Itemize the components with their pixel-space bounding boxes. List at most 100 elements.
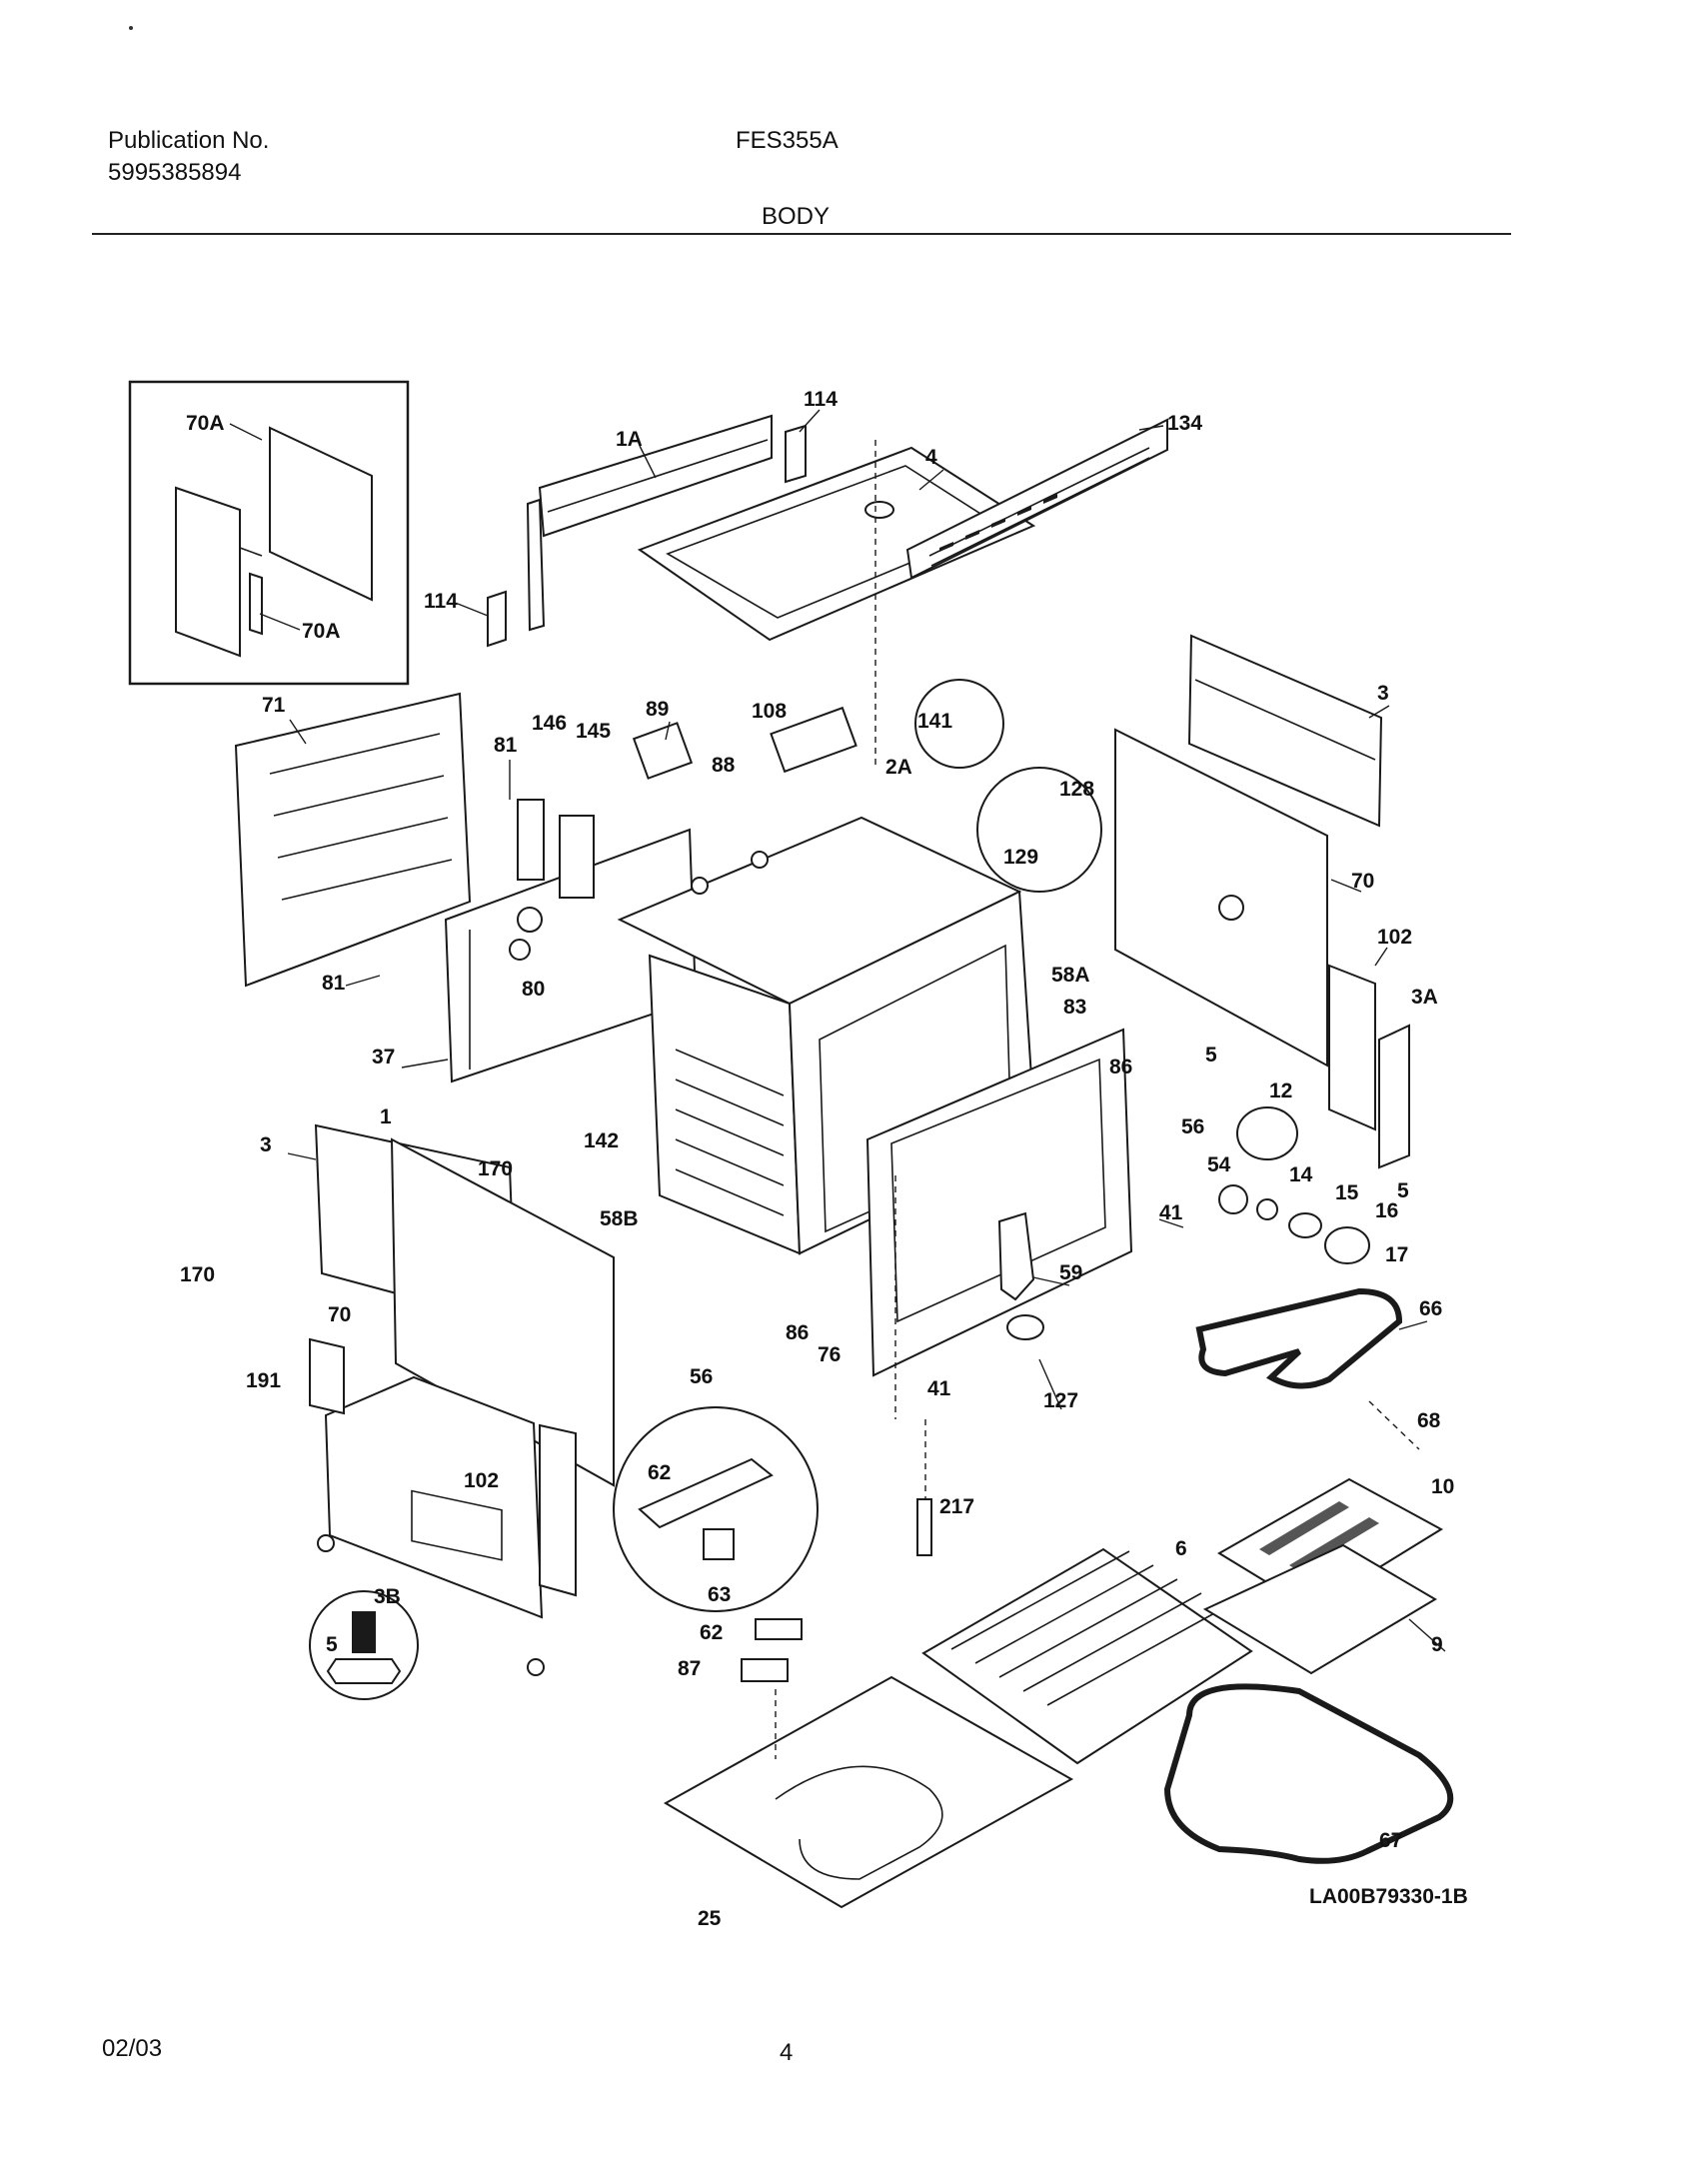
part-114-left [487,590,507,648]
callout-label: 1A [616,428,643,451]
callout-label: 102 [464,1469,499,1492]
callout-label: 71 [262,694,286,717]
part-3a [1378,1024,1410,1169]
callout-label: 145 [576,720,611,743]
callout-label: 3 [1377,682,1389,705]
part-62-block [755,1618,803,1640]
callout-label: 54 [1207,1153,1231,1176]
callout-label: 68 [1417,1409,1441,1432]
callout-label: 5 [1397,1179,1409,1202]
callout-label: 59 [1059,1261,1082,1284]
part-16-bulb-cover [1324,1226,1370,1264]
part-71 [234,692,472,988]
callout-label: 58A [1051,964,1090,987]
callout-label: 141 [917,710,952,733]
part-70-rear [1114,728,1328,1068]
part-134 [905,418,1168,580]
callout-label: 37 [372,1046,395,1069]
part-59-duct [997,1211,1035,1301]
callout-label: 63 [708,1583,731,1606]
callout-label: 146 [532,712,567,735]
callout-label: 114 [804,388,838,411]
part-146 [517,799,545,881]
callout-label: 25 [698,1907,722,1930]
part-127 [1006,1314,1044,1340]
page-number: 4 [780,2039,794,2066]
callout-label: 108 [752,700,787,723]
leveler-detail [309,1534,545,1700]
drawing-code: LA00B79330-1B [1309,1885,1468,1908]
callout-labels: 70A 70A 114 114 1A 4 134 71 81 146 145 8… [180,388,1454,1930]
callout-label: 87 [678,1657,701,1680]
part-3-rear [1187,634,1383,828]
callout-label: 70A [302,620,341,643]
callout-label: 217 [939,1495,974,1518]
callout-label: 86 [1109,1056,1132,1079]
section-title: BODY [762,203,831,230]
part-25-bottom [663,1675,1074,1909]
callout-label: 127 [1043,1389,1078,1412]
publication-label: Publication No. [108,127,270,154]
part-3b [324,1375,544,1619]
part-9-pan [1202,1543,1437,1675]
callout-label: 56 [690,1365,713,1388]
callout-label: 16 [1375,1199,1398,1222]
callout-label: 56 [1181,1115,1204,1138]
callout-label: 66 [1419,1297,1442,1320]
part-66-element [1195,1287,1403,1389]
callout-label: 3A [1411,986,1438,1009]
callout-label: 70 [328,1303,351,1326]
callout-label: 142 [584,1129,619,1152]
callout-label: 102 [1377,926,1412,949]
callout-label: 80 [522,978,545,1001]
callout-label: 14 [1289,1163,1313,1186]
callout-label: 70A [186,412,225,435]
callout-label: 191 [246,1369,281,1392]
callout-label: 10 [1431,1475,1454,1498]
callout-label: 83 [1063,996,1086,1019]
callout-label: 6 [1175,1537,1187,1560]
part-87 [741,1658,789,1682]
callout-label: 58B [600,1207,639,1230]
callout-label: 12 [1269,1080,1292,1102]
callout-label: 3B [374,1585,401,1608]
callout-label: 129 [1003,846,1038,869]
callout-label: 70 [1351,870,1374,893]
part-14 [1256,1198,1278,1220]
part-12-fan [1236,1106,1298,1160]
callout-label: 170 [478,1157,513,1180]
callout-label: 3 [260,1133,272,1156]
header-rule [92,233,1511,235]
callout-label: 15 [1335,1181,1359,1204]
part-141-detail [914,679,1004,769]
callout-label: 76 [818,1343,841,1366]
publication-number: 5995385894 [108,159,242,186]
callout-label: 62 [700,1621,723,1644]
inset-70a [128,380,410,686]
callout-label: 17 [1385,1243,1408,1266]
callout-label: 5 [326,1633,338,1656]
callout-label: 170 [180,1263,215,1286]
callout-label: 88 [712,754,736,777]
callout-label: 5 [1205,1044,1217,1067]
callout-label: 2A [885,756,912,779]
part-89 [632,722,694,780]
part-15 [1288,1212,1322,1238]
part-108 [770,706,857,774]
callout-label: 4 [925,446,937,469]
part-102-rear [1328,964,1376,1131]
part-1a [526,414,773,632]
part-217 [916,1498,932,1556]
part-1-frame [444,828,698,1084]
callout-label: 41 [927,1377,951,1400]
terminal-block-detail [613,1406,819,1612]
callout-label: 1 [380,1105,392,1128]
callout-label: 89 [646,698,669,721]
part-67-element [1163,1683,1454,1864]
callout-label: 86 [786,1321,809,1344]
part-6-rack [921,1547,1253,1765]
model-number: FES355A [736,127,839,154]
callout-label: 62 [648,1461,671,1484]
part-83-frame [865,1028,1133,1377]
